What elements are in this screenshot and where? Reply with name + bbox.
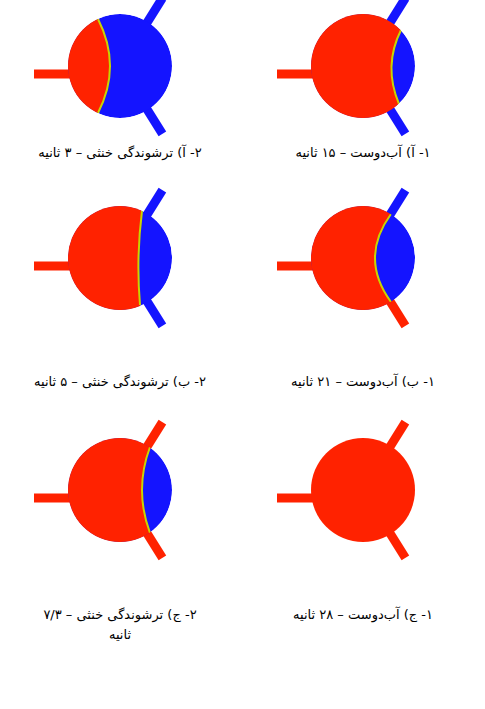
junction-figure [34,422,172,558]
junction-figure [34,0,172,134]
figure-caption: ۱- ج) آب‌دوست – ۲۸ ثانیه [248,605,478,625]
figure-caption: ۲- آ) ترشوندگی خنثی – ۳ ثانیه [5,143,235,163]
junction-figure [34,190,172,326]
figure-caption: ۱- آ) آب‌دوست – ۱۵ ثانیه [248,143,478,163]
figure-caption: ۲- ج) ترشوندگی خنثی – ۷/۳ ثانیه [33,605,208,644]
junction-figure [277,190,415,326]
junction-figure [277,0,415,134]
figure-caption: ۲- ب) ترشوندگی خنثی – ۵ ثانیه [5,372,235,392]
junction-figure [277,422,415,558]
figure-caption: ۱- ب) آب‌دوست – ۲۱ ثانیه [248,372,478,392]
